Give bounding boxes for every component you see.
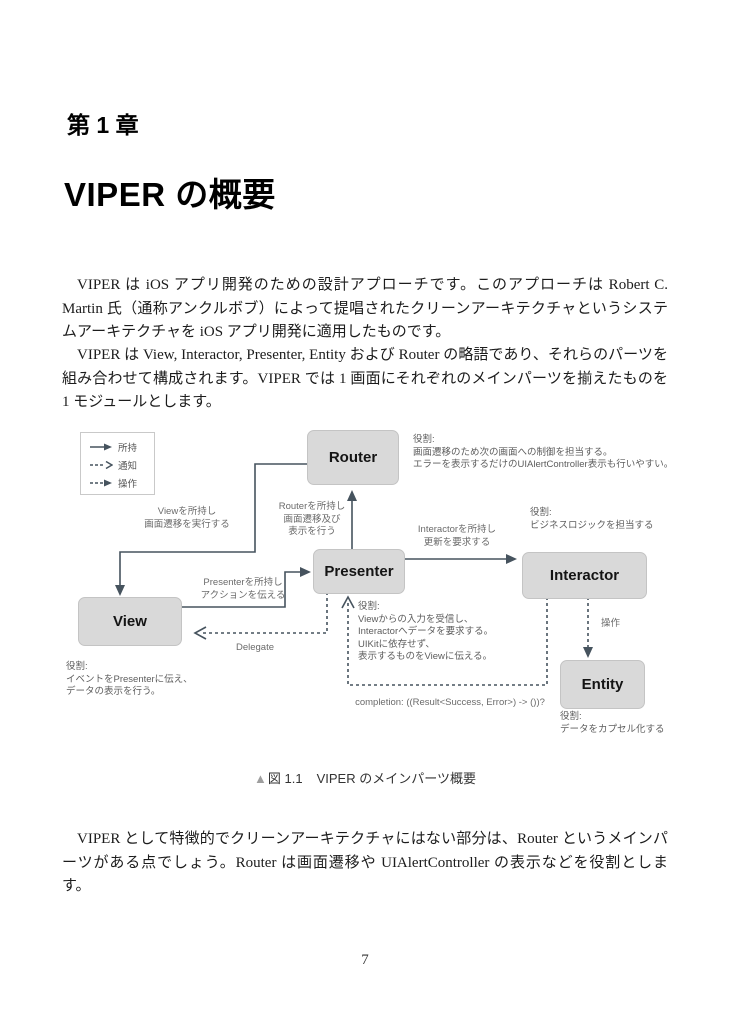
edge-label-delegate: Delegate [235,642,275,653]
entity-box: Entity [560,660,645,709]
figure-caption-text: VIPER のメインパーツ概要 [316,771,476,786]
figure-caption-label: 図 1.1 [267,771,303,786]
presenter-box: Presenter [313,549,405,594]
figure-viper-diagram: 所持 通知 操作 Router Presenter View Interacto… [60,420,680,750]
page-title: VIPER の概要 [64,176,276,213]
body-paragraph-2: VIPER は View, Interactor, Presenter, Ent… [62,347,668,411]
router-box: Router [307,430,399,485]
interactor-arrowhead [506,554,517,564]
body-paragraph-3: VIPER として特徴的でクリーンアーキテクチャにはない部分は、Router と… [62,831,668,895]
legend-row-hold: 所持 [89,438,154,456]
arrow-view-holds-presenter [180,571,301,608]
completion-open-arrowhead [341,595,355,609]
presenter-role-note: 役割:Viewからの入力を受信し、Interactorへデータを要求する。UIK… [358,601,494,662]
entity-arrowhead [583,647,593,658]
legend-row-notify: 通知 [89,456,154,474]
chapter-label: 第 1 章 [67,112,139,138]
edge-label-completion: completion: ((Result<Success, Error>) ->… [355,697,545,708]
presenter-arrowhead [300,567,311,577]
router-arrowhead [347,490,357,501]
body-paragraph-1: VIPER は iOS アプリ開発のための設計アプローチです。このアプローチは … [62,277,668,341]
arrow-router-holds-view [119,463,307,585]
edge-label-presenter-holds-interactor: Interactorを所持し更新を要求する [417,524,497,548]
figure-caption: ▲図 1.1 VIPER のメインパーツ概要 [0,768,730,787]
edge-label-view-holds-presenter: Presenterを所持しアクションを伝える [200,577,286,601]
arrow-delegate-dashed [200,592,328,634]
interactor-box: Interactor [522,552,647,599]
edge-label-operation: 操作 [601,618,621,629]
interactor-role-note: 役割:ビジネスロジックを担当する [530,507,654,531]
dashed-filled-arrow-icon [90,479,112,487]
view-arrowhead [115,585,125,596]
edge-label-presenter-holds-router: Routerを所持し画面遷移及び表示を行う [278,501,346,537]
arrow-completion-dashed [347,597,548,686]
diagram-arrows [115,463,593,686]
legend-label-operate: 操作 [118,479,138,490]
view-role-note: 役割:イベントをPresenterに伝え、データの表示を行う。 [66,661,193,697]
solid-arrow-icon [90,443,112,451]
dashed-open-arrow-icon [90,460,113,470]
router-role-note: 役割:画面遷移のため次の画面への制御を担当する。エラーを表示するだけのUIAle… [413,434,674,470]
legend-label-notify: 通知 [118,461,138,472]
legend-label-hold: 所持 [118,443,138,454]
entity-role-note: 役割:データをカプセル化する [560,711,665,735]
legend-box: 所持 通知 操作 [80,432,155,495]
view-box: View [78,597,182,646]
edge-label-router-holds-view: Viewを所持し画面遷移を実行する [144,506,230,530]
page-number: 7 [361,952,369,968]
caption-triangle-icon: ▲ [254,771,267,786]
legend-row-operate: 操作 [89,474,154,492]
delegate-open-arrowhead [193,626,207,640]
